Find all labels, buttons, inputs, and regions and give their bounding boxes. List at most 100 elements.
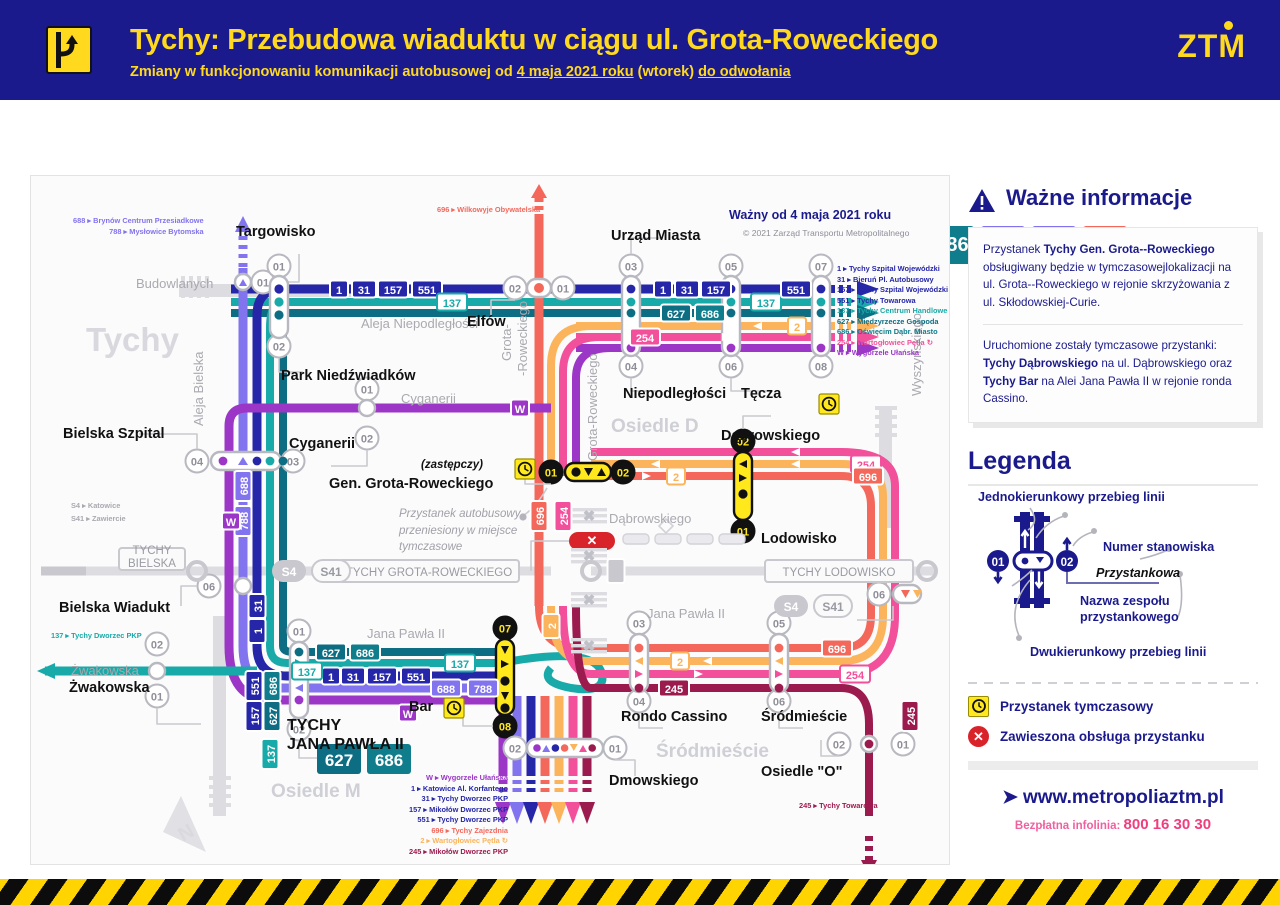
- info-1-rest: obsługiwany będzie w tymczasowejlokaliza…: [983, 260, 1232, 309]
- svg-text:686: 686: [701, 309, 719, 321]
- warning-triangle-icon: [968, 188, 996, 219]
- legend-item-temp-stop: Przystanek tymczasowy: [968, 695, 1258, 717]
- stop-gen-grota-zastepczy: (zastępczy): [421, 459, 483, 471]
- svg-text:01: 01: [557, 283, 569, 295]
- svg-text:01: 01: [897, 739, 909, 751]
- dest-row: 1 ▸ Tychy Szpital Wojewódzki: [837, 264, 940, 273]
- stop-osiedle-o: Osiedle "O": [761, 764, 843, 780]
- subtitle-mid: (wtorek): [633, 64, 699, 80]
- dest-row: 788 ▸ Mysłowice Bytomska: [109, 226, 204, 236]
- legend-item-suspended: ✕ Zawieszona obsługa przystanku: [968, 725, 1258, 747]
- svg-text:✖: ✖: [583, 508, 596, 525]
- svg-text:245: 245: [665, 684, 683, 696]
- clock-temp-icon: [968, 695, 989, 717]
- dest-row: 551 ▸ Tychy Towarowa: [837, 295, 916, 305]
- svg-text:551: 551: [250, 677, 262, 695]
- district-srodmiescie: Śródmieście: [656, 741, 769, 762]
- svg-text:02: 02: [151, 639, 163, 651]
- legend-temp-stop-label: Przystanek tymczasowy: [1000, 698, 1154, 714]
- website-url: www.metropoliaztm.pl: [1023, 786, 1224, 808]
- svg-text:627: 627: [667, 309, 685, 321]
- svg-text:137: 137: [451, 659, 469, 671]
- dest-row: 686 ▸ Oświęcim Dąbr. Miasto: [837, 327, 938, 337]
- svg-text:137: 137: [443, 298, 461, 310]
- dest-row: 245 ▸ Mikołów Dworzec PKP: [409, 846, 509, 856]
- legend-platform-number-label: Numer stanowiska: [1103, 539, 1215, 554]
- svg-text:686: 686: [268, 677, 280, 695]
- sidebar: Ważne informacje Przystanek Tychy Gen. G…: [968, 185, 1258, 833]
- svg-text:1: 1: [253, 628, 265, 634]
- affected-lines-bar: Dotyczy linii autobusowych: W13115755121…: [0, 100, 1280, 264]
- svg-text:551: 551: [787, 285, 805, 297]
- footer-separator: [968, 760, 1258, 770]
- svg-text:02: 02: [293, 724, 305, 736]
- dest-row: 1 ▸ Katowice Al. Korfantego: [410, 783, 509, 793]
- stop-cyganerii: Cyganerii: [289, 436, 356, 452]
- dest-row: 2 ▸ Wartogłowiec Pętla ↻: [420, 836, 509, 846]
- dest-row: 31 ▸ Tychy Dworzec PKP: [421, 794, 509, 804]
- svg-text:✖: ✖: [583, 638, 596, 655]
- svg-text:1: 1: [336, 285, 342, 297]
- street-jana-pawla-ii-right: Jana Pawła II: [647, 606, 726, 621]
- info-1-stop-b: -Roweckiego: [1143, 243, 1215, 256]
- info-2-pre: Uruchomione zostały tymczasowe przystank…: [983, 339, 1217, 353]
- svg-text:04: 04: [625, 361, 638, 373]
- website-link[interactable]: ➤www.metropoliaztm.pl: [968, 786, 1258, 809]
- rail-dest-s4: S4 ▸ Katowice: [71, 501, 121, 510]
- svg-text:137: 137: [266, 745, 278, 763]
- street-jana-pawla-ii-left: Jana Pawła II: [367, 626, 446, 641]
- svg-text:06: 06: [203, 581, 215, 593]
- svg-text:03: 03: [633, 618, 645, 630]
- svg-text:686: 686: [356, 648, 374, 660]
- svg-text:02: 02: [833, 739, 845, 751]
- svg-text:2: 2: [794, 322, 800, 334]
- dest-row: 627 ▸ Międzyrzecze Gospoda: [837, 316, 939, 326]
- svg-text:05: 05: [773, 618, 785, 630]
- svg-text:788: 788: [239, 512, 251, 530]
- dest-row: 157 ▸ Tychy Szpital Wojewódzki: [837, 285, 949, 295]
- svg-text:02: 02: [737, 436, 749, 448]
- svg-text:688: 688: [437, 684, 455, 696]
- svg-text:1: 1: [328, 672, 334, 684]
- hotline: Bezpłatna infolinia: 800 16 30 30: [968, 816, 1258, 833]
- svg-text:✖: ✖: [583, 592, 596, 609]
- dest-row: 254 ▸ Wartogłowiec Pętla ↻: [837, 337, 933, 347]
- street-cyganerii: Cyganerii: [401, 391, 456, 406]
- info-2-mid: na ul. Dąbrowskiego oraz: [1098, 357, 1233, 371]
- watermark-tychy: Tychy: [86, 321, 179, 358]
- street-budowlanych: Budowlanych: [136, 276, 214, 291]
- svg-text:31: 31: [358, 285, 370, 297]
- street-grota-roweckiego: Grota-Roweckiego: [585, 353, 600, 461]
- dest-list-bottom-right: 245 ▸ Tychy Towarowa: [799, 801, 878, 812]
- svg-text:788: 788: [474, 684, 492, 696]
- street-zwakowska: Żwakowska: [71, 663, 139, 678]
- svg-text:696: 696: [828, 644, 846, 656]
- info-2-rest: na Alei Jana Pawła II w rejonie ronda Ca…: [983, 374, 1232, 406]
- svg-text:03: 03: [625, 261, 637, 273]
- subtitle-until: do odwołania: [698, 64, 791, 80]
- svg-text:W: W: [226, 517, 237, 529]
- suspended-x-icon: ✕: [968, 725, 989, 747]
- svg-text:01: 01: [257, 277, 269, 289]
- svg-text:TYCHY LODOWISKO: TYCHY LODOWISKO: [783, 567, 896, 579]
- chevron-right-icon: ➤: [1002, 786, 1018, 808]
- svg-text:03: 03: [287, 456, 299, 468]
- svg-text:01: 01: [151, 691, 163, 703]
- dest-row: 696 ▸ Wilkowyje Obywatelska: [437, 205, 541, 214]
- svg-text:696: 696: [859, 472, 877, 484]
- svg-text:08: 08: [499, 721, 511, 733]
- street-grota-2: -Roweckiego: [515, 300, 530, 376]
- svg-text:31: 31: [253, 600, 265, 612]
- svg-text:551: 551: [418, 285, 436, 297]
- svg-text:696: 696: [535, 507, 547, 525]
- svg-text:02: 02: [273, 341, 285, 353]
- info-paragraph-2: Uruchomione zostały tymczasowe przystank…: [983, 337, 1243, 407]
- legend-stop-name-sample: Przystankowa: [1096, 565, 1180, 580]
- svg-text:627: 627: [325, 751, 353, 770]
